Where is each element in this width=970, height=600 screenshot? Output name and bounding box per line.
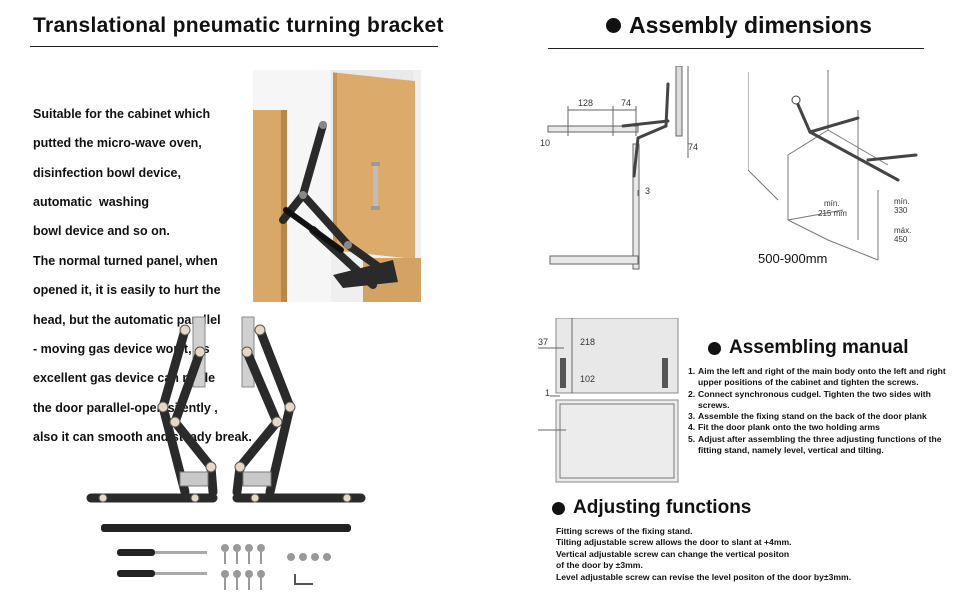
step-number: 5. [688,433,696,444]
right-bracket [232,316,366,503]
step-number: 3. [688,411,696,422]
assembly-step: 2.Connect synchronous cudgel. Tighten th… [688,389,963,412]
size-range-label: 500-900mm [758,251,828,266]
dim-74-side: 74 [688,142,698,152]
max-label: máx. [894,226,911,235]
description-line: The normal turned panel, when [33,253,218,268]
screws [221,544,331,590]
assembly-step: 3.Assemble the fixing stand on the back … [688,411,963,422]
assembly-dimensions-title: Assembly dimensions [629,12,872,38]
adjusting-functions-heading: Adjusting functions [552,497,751,519]
side-dimension-diagram: 128 74 74 10 3 [540,66,698,270]
bullet-icon [552,501,565,515]
assembly-steps: 1.Aim the left and right of the main bod… [688,366,963,456]
assembling-manual-title: Assembling manual [729,337,909,358]
adjust-line: of the door by ±3mm. [556,560,643,571]
depth-value: 215 mm [818,209,847,218]
adjusting-functions-title: Adjusting functions [573,497,752,518]
adjusting-functions-text: Fitting screws of the fixing stand. Tilt… [556,526,956,583]
page-title: Translational pneumatic turning bracket [33,14,444,37]
bullet-icon [708,341,721,355]
assembly-dimensions-heading: Assembly dimensions [606,12,872,39]
description-line: head, but the automatic parallel [33,312,221,327]
left-bracket [86,316,218,503]
hex-key [294,574,313,585]
description-line: putted the micro-wave oven, [33,136,202,151]
description-line: opened it, it is easily to hurt the [33,283,221,298]
dim-3: 3 [645,186,650,196]
description-line: Suitable for the cabinet which [33,106,211,121]
hardware-parts-photo [86,316,366,590]
dim-1: 1 [545,388,550,398]
assembling-manual-heading: Assembling manual [708,337,909,359]
description-line: disinfection bowl device, [33,165,181,180]
dim-218: 218 [580,337,595,347]
title-underline [30,46,438,47]
dim-10: 10 [540,138,550,148]
step-text: Adjust after assembling the three adjust… [698,433,942,456]
step-text: Assemble the fixing stand on the back of… [698,411,927,422]
assembly-step: 4.Fit the door plank onto the two holdin… [688,422,963,433]
dim-74-top: 74 [621,98,631,108]
dim-102: 102 [580,374,595,384]
front-mounting-diagram: 37 218 102 1 [538,318,679,483]
step-number: 4. [688,422,696,433]
gas-springs [117,549,207,577]
depth-label: mín. [824,199,840,208]
step-number: 2. [688,388,696,399]
description-line: bowl device and so on. [33,224,170,239]
assembly-step: 1.Aim the left and right of the main bod… [688,366,963,389]
sync-rod [101,524,351,532]
max-value: 450 [894,235,908,244]
bullet-icon [606,18,621,33]
description-line: automatic washing [33,194,149,209]
adjust-line: Level adjustable screw can revise the le… [556,571,852,582]
adjust-line: Tilting adjustable screw allows the door… [556,537,792,548]
step-text: Connect synchronous cudgel. Tighten the … [698,388,931,410]
isometric-installation-diagram: mín. 330 máx. 450 mín. 215 mm [748,70,918,261]
assembly-underline [548,48,924,49]
assembly-step: 5.Adjust after assembling the three adju… [688,434,963,457]
cabinet-installation-photo [253,70,421,302]
step-text: Fit the door plank onto the two holding … [698,422,880,433]
dim-37: 37 [538,337,548,347]
min-value: 330 [894,206,908,215]
dim-128: 128 [578,98,593,108]
product-description: Suitable for the cabinet which putted th… [33,92,255,460]
min-label: mín. [894,197,910,206]
adjust-line: Vertical adjustable screw can change the… [556,548,790,559]
step-text: Aim the left and right of the main body … [698,366,946,388]
step-number: 1. [688,366,696,376]
adjust-line: Fitting screws of the fixing stand. [556,526,693,536]
